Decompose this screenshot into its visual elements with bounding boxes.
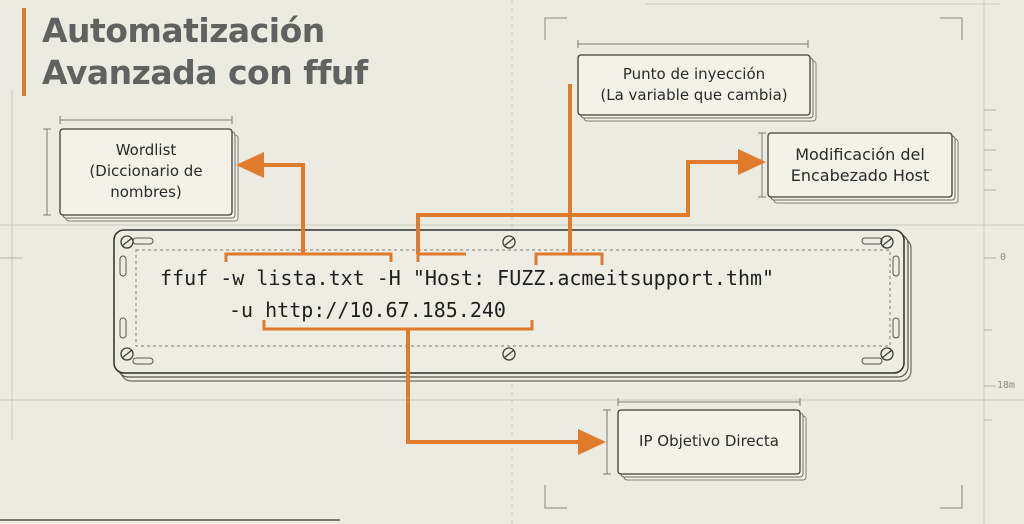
title-line-1: Automatización [42, 11, 325, 50]
plate-screws [120, 235, 894, 361]
ruler-ticks [0, 109, 996, 421]
command-line-1: ffuf -w lista.txt -H "Host: FUZZ.acmeits… [160, 266, 775, 290]
bracket-url [262, 320, 534, 331]
wordlist-label-line-3: nombres) [110, 183, 182, 201]
arrow-header [738, 149, 766, 175]
wordlist-box [59, 128, 239, 222]
target-label-line-1: IP Objetivo Directa [639, 432, 779, 450]
arrow-wordlist [236, 152, 264, 178]
command-plate [113, 229, 912, 382]
corner-brackets [544, 17, 963, 509]
header-label: Modificación del Encabezado Host [768, 144, 952, 186]
injection-label-line-2: (La variable que cambia) [600, 86, 788, 104]
arrow-target [578, 429, 606, 455]
injection-dimension-marks [577, 40, 809, 48]
title-accent-bar [22, 8, 26, 96]
header-box [767, 132, 959, 204]
header-label-line-1: Modificación del [795, 145, 925, 164]
injection-label-line-1: Punto de inyección [622, 65, 766, 83]
connector-lines [262, 84, 742, 444]
title-line-2: Avanzada con ffuf [42, 53, 368, 92]
connector-header [416, 160, 742, 254]
ruler-label-18: 18m [997, 380, 1016, 391]
wordlist-label: Wordlist (Diccionario de nombres) [60, 140, 232, 203]
ruler-label-0: 0 [1000, 252, 1007, 263]
wordlist-label-line-2: (Diccionario de [89, 162, 203, 180]
injection-label: Punto de inyección (La variable que camb… [578, 64, 810, 106]
wordlist-dimension-marks [43, 116, 233, 216]
wordlist-label-line-1: Wordlist [115, 141, 177, 159]
arrow-heads [236, 149, 766, 455]
header-dimension-marks [758, 132, 766, 198]
command-line-2: -u http://10.67.185.240 [229, 298, 506, 322]
target-label: IP Objetivo Directa [618, 431, 800, 452]
bracket-wordlist [224, 252, 393, 262]
connector-wordlist [262, 163, 305, 254]
header-label-line-2: Encabezado Host [790, 166, 930, 185]
connector-target [406, 329, 582, 444]
target-box [617, 409, 807, 481]
injection-box [577, 54, 817, 122]
target-dimension-marks [603, 398, 801, 475]
